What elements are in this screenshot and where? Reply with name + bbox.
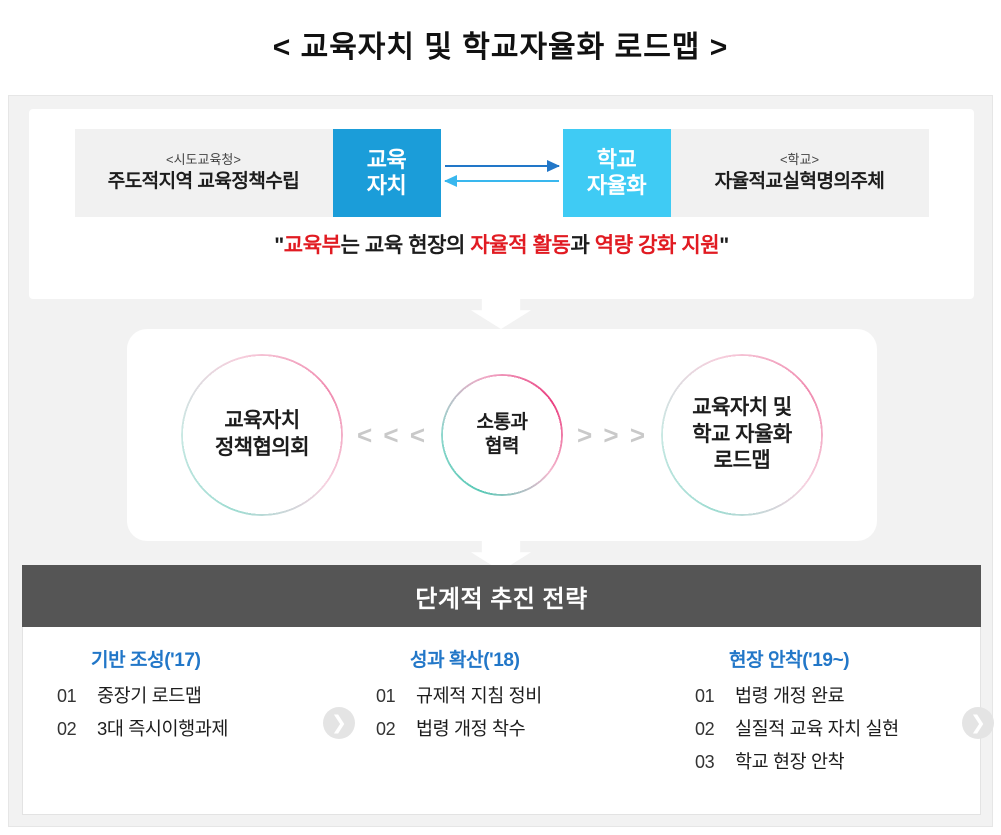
- stage-title-3: 현장 안착('19~): [729, 650, 850, 671]
- stage-item-text: 학교 현장 안착: [735, 751, 845, 772]
- stage-item-number: 02: [376, 719, 396, 739]
- policy-council-line2: 정책협의회: [214, 436, 310, 459]
- stage-column-3: 현장 안착('19~) 01 법령 개정 완료 02 실질적 교육 자치 실현 …: [661, 645, 980, 781]
- right-actor-box: <학교> 자율적교실혁명의주체: [670, 129, 929, 217]
- roadmap-line1: 교육자치 및: [692, 395, 792, 419]
- ministry-quote: "교육부는 교육 현장의 자율적 활동과 역량 강화 지원": [29, 229, 974, 259]
- arrow-right-icon: [444, 159, 560, 172]
- stage-column-1: 기반 조성('17) 01 중장기 로드맵 02 3대 즉시이행과제 ❯: [23, 645, 355, 748]
- stage-item-text: 실질적 교육 자치 실현: [735, 718, 899, 739]
- education-autonomy-line1: 교육: [366, 146, 407, 172]
- stage-title-1: 기반 조성('17): [91, 650, 201, 671]
- policy-council-line1: 교육자치: [224, 409, 300, 433]
- quote-close: ": [719, 234, 729, 257]
- chevron-right-icon-1: ❯: [323, 707, 355, 739]
- stage-panel: 기반 조성('17) 01 중장기 로드맵 02 3대 즉시이행과제 ❯ 성과 …: [22, 627, 994, 815]
- strategy-banner: 단계적 추진 전략: [22, 565, 981, 627]
- stage-item-number: 01: [57, 686, 77, 706]
- gradient-ring-icon-left: [181, 354, 343, 516]
- left-actor-tag: <시도교육청>: [166, 151, 241, 167]
- communication-line2: 협력: [485, 436, 519, 457]
- stage-item: 02 실질적 교육 자치 실현: [695, 715, 976, 741]
- school-autonomy-line1: 학교: [596, 146, 637, 172]
- education-autonomy-line2: 자치: [366, 173, 407, 198]
- roadmap-panel: <시도교육청> 주도적지역 교육정책수립 교육 자치 학교 자율화 <학교> 자…: [8, 95, 994, 827]
- roadmap-line2: 학교 자율화: [692, 422, 792, 446]
- quote-highlight-2: 자율적 활동: [470, 234, 571, 257]
- stage-item-number: 03: [695, 752, 715, 772]
- policy-council-circle: 교육자치 정책협의회: [181, 354, 343, 516]
- stage-item: 02 법령 개정 착수: [376, 715, 657, 741]
- right-actor-tag: <학교>: [779, 151, 820, 167]
- stage-title-2: 성과 확산('18): [410, 650, 520, 671]
- stage-item-text: 3대 즉시이행과제: [97, 718, 228, 739]
- quote-highlight-3: 역량 강화 지원: [594, 234, 720, 257]
- stage-column-2: 성과 확산('18) 01 규제적 지침 정비 02 법령 개정 착수 ❯: [342, 645, 994, 748]
- roadmap-circle: 교육자치 및 학교 자율화 로드맵: [661, 354, 823, 516]
- stage-item: 02 3대 즉시이행과제: [57, 715, 338, 741]
- stage-item-number: 02: [57, 719, 77, 739]
- left-actor-label: 주도적지역 교육정책수립: [107, 170, 300, 192]
- quote-plain-1: 는 교육 현장의: [340, 234, 471, 257]
- stage-item-number: 01: [376, 686, 396, 706]
- arrow-left-icon: [443, 174, 559, 187]
- top-concept-card: <시도교육청> 주도적지역 교육정책수립 교육 자치 학교 자율화 <학교> 자…: [29, 109, 974, 299]
- collaboration-card: 교육자치 정책협의회 < < < 소통과 협력 > > > 교육자치 및 학교 …: [127, 329, 877, 541]
- chevrons-left-icon: < < <: [357, 419, 427, 450]
- stage-item-text: 법령 개정 착수: [416, 718, 526, 739]
- quote-plain-2: 과: [570, 234, 595, 257]
- stage-item: 03 학교 현장 안착: [695, 748, 976, 774]
- gradient-ring-icon-right: [661, 354, 823, 516]
- education-autonomy-box: 교육 자치: [332, 129, 441, 217]
- chevron-right-icon-2: ❯: [962, 707, 994, 739]
- left-actor-box: <시도교육청> 주도적지역 교육정책수립: [74, 129, 333, 217]
- school-autonomy-line2: 자율화: [586, 173, 647, 198]
- stage-item-number: 02: [695, 719, 715, 739]
- quote-open: ": [274, 234, 284, 257]
- school-autonomy-box: 학교 자율화: [562, 129, 671, 217]
- stage-item-text: 중장기 로드맵: [97, 685, 202, 706]
- chevrons-right-icon: > > >: [577, 419, 647, 450]
- communication-circle: 소통과 협력: [441, 374, 563, 496]
- chevron-down-icon-1: [471, 295, 531, 329]
- stage-item: 01 법령 개정 완료: [695, 682, 976, 708]
- communication-line1: 소통과: [476, 411, 528, 433]
- right-actor-label: 자율적교실혁명의주체: [714, 170, 885, 192]
- stage-item-number: 01: [695, 686, 715, 706]
- page-title: < 교육자치 및 학교자율화 로드맵 >: [272, 31, 729, 64]
- gradient-ring-icon-center: [441, 374, 563, 496]
- stage-item-text: 규제적 지침 정비: [416, 685, 542, 706]
- quote-highlight-1: 교육부: [283, 234, 341, 257]
- roadmap-line3: 로드맵: [713, 449, 771, 473]
- stage-item-text: 법령 개정 완료: [735, 685, 845, 706]
- concept-box-row: <시도교육청> 주도적지역 교육정책수립 교육 자치 학교 자율화 <학교> 자…: [29, 129, 974, 217]
- bidirectional-arrows: [441, 129, 563, 217]
- stage-item: 01 중장기 로드맵: [57, 682, 338, 708]
- stage-item: 01 규제적 지침 정비: [376, 682, 657, 708]
